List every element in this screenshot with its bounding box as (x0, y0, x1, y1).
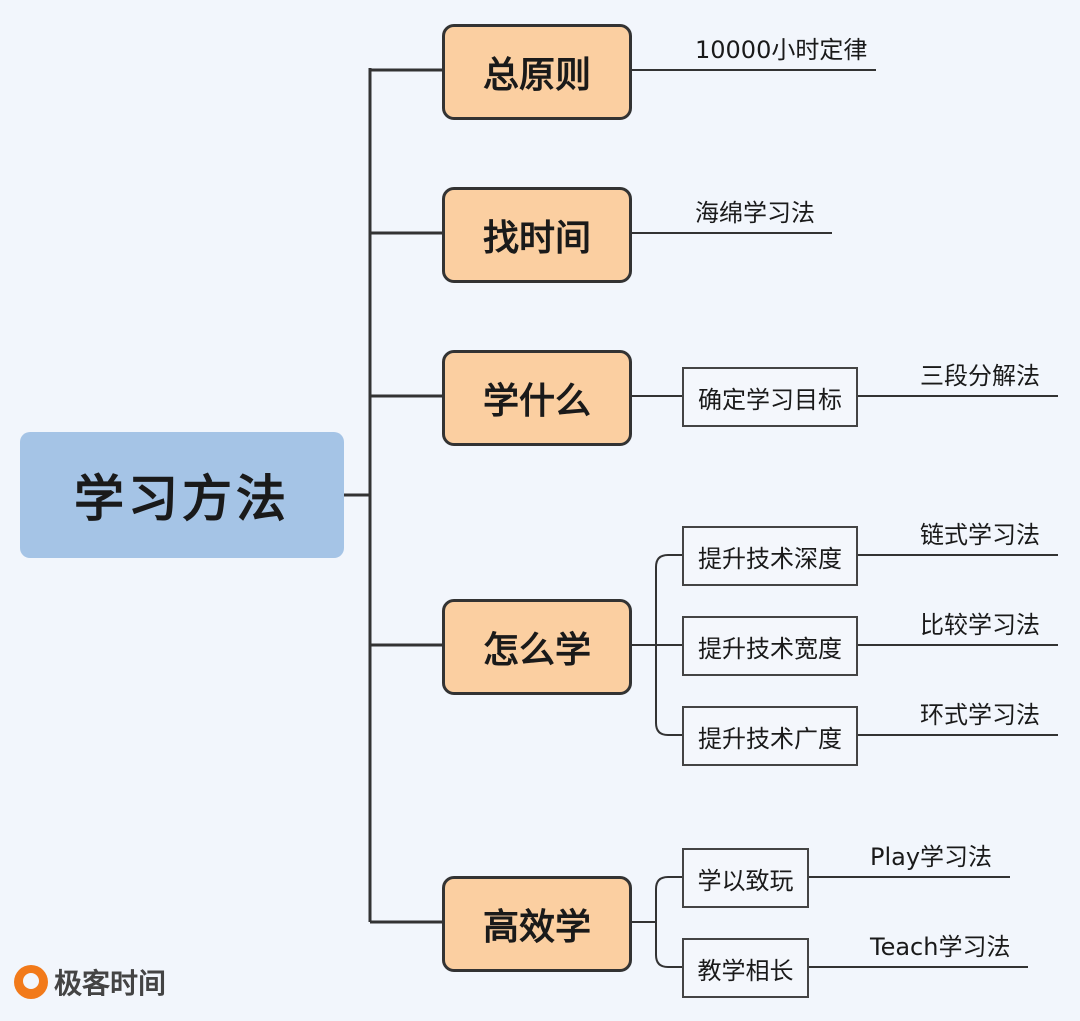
leaf-label: 三段分解法 (920, 362, 1040, 390)
leaf-label: 链式学习法 (920, 521, 1040, 549)
leaf-label: Teach学习法 (870, 933, 1011, 961)
topic-node: 高效学 (442, 876, 632, 972)
topic-node: 总原则 (442, 24, 632, 120)
leaf-label: 环式学习法 (920, 701, 1040, 729)
brand-name: 极客时间 (54, 967, 167, 1000)
topic-node: 学什么 (442, 350, 632, 446)
leaf-label: 10000小时定律 (695, 36, 868, 64)
topic-node: 怎么学 (442, 599, 632, 695)
leaf-label: Play学习法 (870, 843, 993, 871)
subtopic-node: 教学相长 (682, 938, 809, 998)
brand-logo: 极客时间 (14, 962, 166, 1002)
leaf-label: 海绵学习法 (695, 199, 815, 227)
subtopic-node: 提升技术深度 (682, 526, 858, 586)
subtopic-node: 确定学习目标 (682, 367, 858, 427)
root-node: 学习方法 (20, 432, 344, 558)
leaf-label: 比较学习法 (920, 611, 1040, 639)
subtopic-node: 学以致玩 (682, 848, 809, 908)
sub-bracket (655, 876, 682, 968)
subtopic-node: 提升技术广度 (682, 706, 858, 766)
topic-node: 找时间 (442, 187, 632, 283)
subtopic-node: 提升技术宽度 (682, 616, 858, 676)
brand-logo-icon (14, 965, 48, 999)
